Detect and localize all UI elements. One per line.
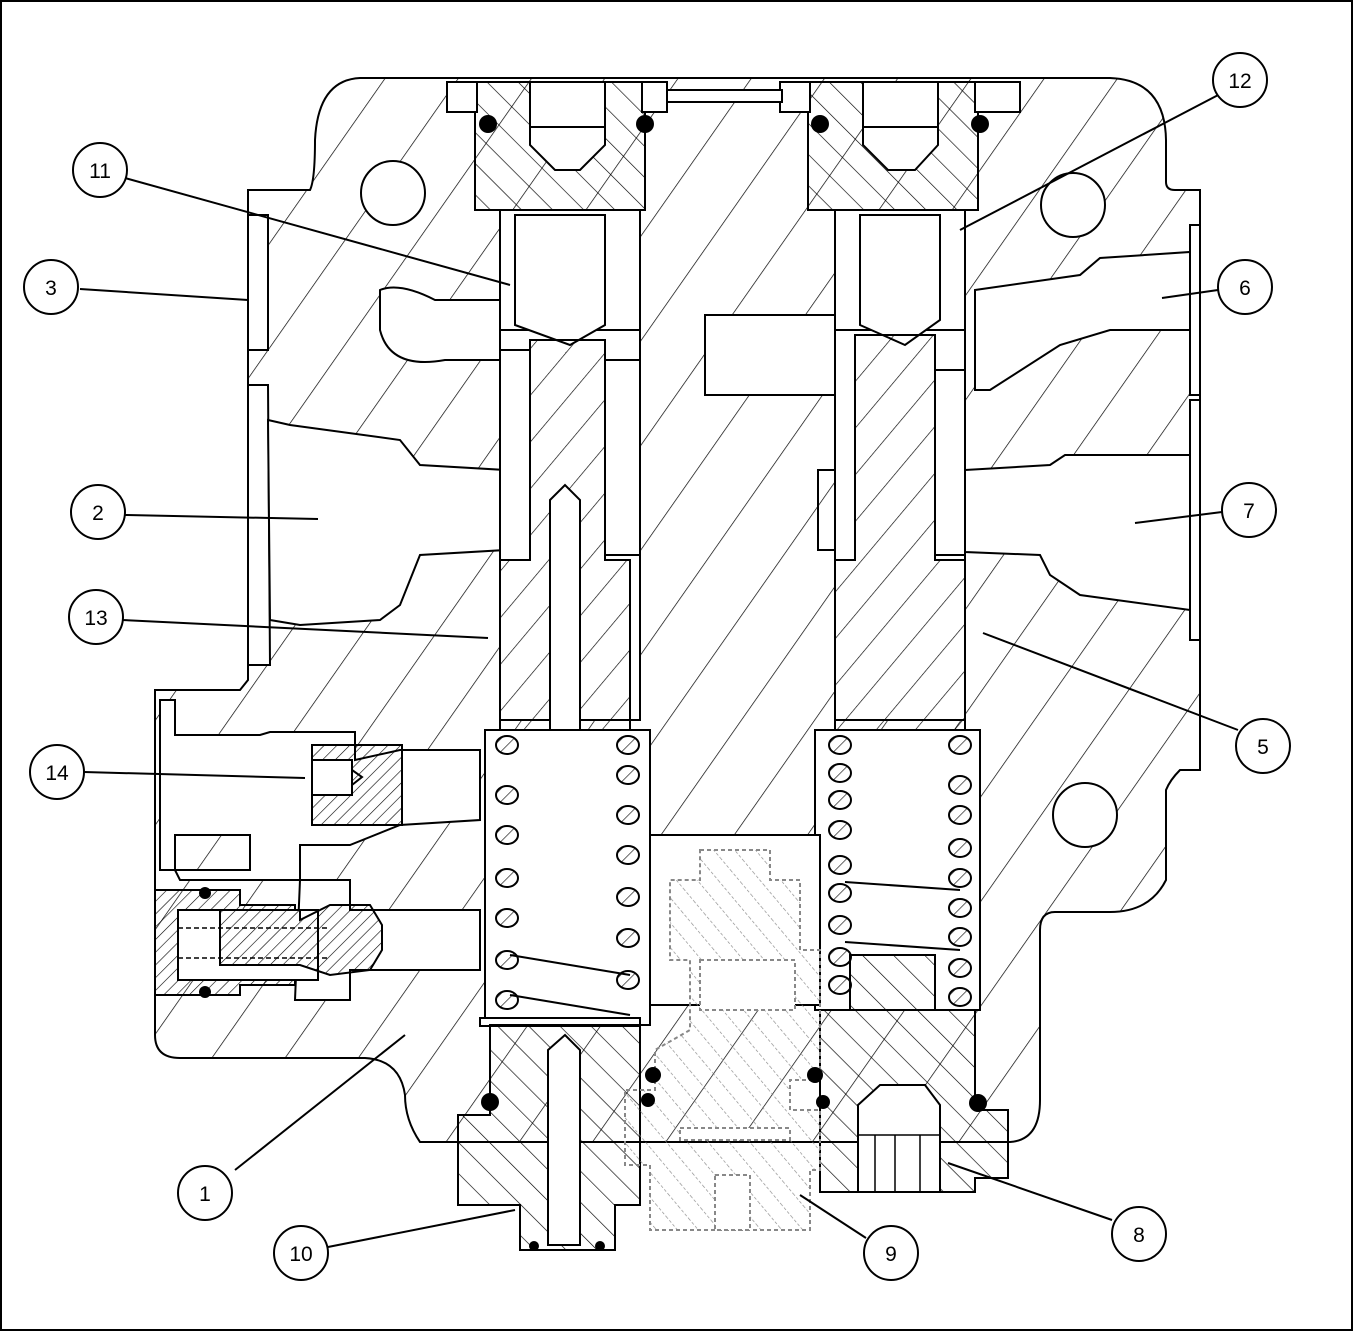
callout-13: 13 [68, 589, 124, 645]
leader-6 [1161, 289, 1219, 299]
callout-label-13: 13 [84, 607, 107, 630]
callout-label-5: 5 [1257, 736, 1269, 759]
phantom-valve-assembly [624, 849, 830, 1231]
leader-2 [124, 514, 319, 520]
bottom-right-plug [819, 954, 1009, 1193]
callout-label-8: 8 [1133, 1224, 1145, 1247]
callout-11: 11 [72, 142, 128, 198]
callout-label-11: 11 [89, 160, 111, 183]
leader-12 [959, 92, 1223, 231]
callout-7: 7 [1221, 482, 1277, 538]
callout-3: 3 [23, 259, 79, 315]
callout-label-1: 1 [199, 1183, 211, 1206]
leader-1 [234, 1034, 406, 1171]
leader-10 [327, 1209, 516, 1248]
callout-2: 2 [70, 484, 126, 540]
leader-7 [1134, 511, 1223, 524]
left-side-cavity [159, 699, 481, 881]
leader-5 [982, 632, 1239, 731]
callout-label-10: 10 [289, 1243, 312, 1266]
callout-12: 12 [1212, 52, 1268, 108]
callout-8: 8 [1111, 1206, 1167, 1262]
callout-label-2: 2 [92, 502, 104, 525]
leader-13 [121, 619, 489, 639]
mounting-hole-upper-right [1040, 172, 1106, 238]
callout-label-9: 9 [885, 1243, 897, 1266]
leader-3 [79, 288, 249, 301]
left-spring [479, 735, 641, 1027]
callout-9: 9 [863, 1225, 919, 1281]
right-ports [704, 224, 1201, 641]
callout-label-7: 7 [1243, 500, 1255, 523]
mounting-hole-lower-right [1052, 782, 1118, 848]
leader-14 [83, 771, 306, 779]
left-ports [247, 214, 511, 666]
mounting-hole-upper-left [360, 160, 426, 226]
lower-left-fitting [154, 879, 481, 1001]
leader-8 [947, 1162, 1113, 1221]
bottom-left-plug [457, 1024, 641, 1251]
callout-label-12: 12 [1228, 70, 1251, 93]
callout-1: 1 [177, 1165, 233, 1221]
right-spring [828, 735, 972, 1007]
leader-11 [124, 177, 511, 286]
callout-label-14: 14 [45, 762, 69, 785]
callout-label-6: 6 [1239, 277, 1251, 300]
left-top-plug [446, 81, 668, 211]
callout-label-3: 3 [45, 277, 57, 300]
callout-14: 14 [29, 744, 85, 800]
leader-lines [79, 92, 1239, 1248]
callout-5: 5 [1235, 718, 1291, 774]
right-top-plug [666, 81, 1021, 211]
callout-10: 10 [273, 1225, 329, 1281]
leader-9 [799, 1194, 867, 1239]
callout-6: 6 [1217, 259, 1273, 315]
